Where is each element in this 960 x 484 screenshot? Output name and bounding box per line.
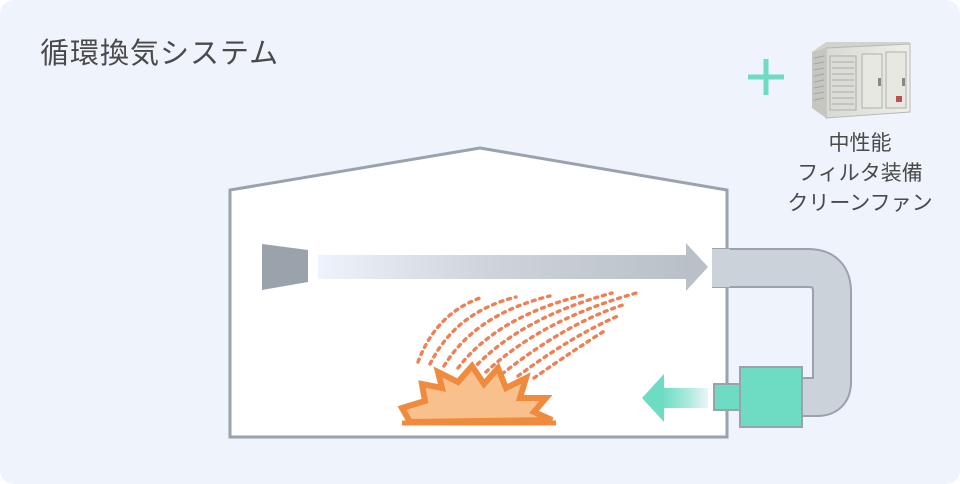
smoke-particles <box>416 290 642 380</box>
clean-fan-unit-icon <box>812 42 911 119</box>
fire-icon <box>397 361 556 426</box>
caption-line: 中性能 <box>828 131 892 155</box>
clean-fan-caption: 中性能 フィルタ装備 クリーンファン <box>770 128 950 218</box>
airflow-arrow <box>318 243 708 291</box>
caption-line: クリーンファン <box>787 191 933 215</box>
return-air-arrow <box>642 374 708 422</box>
plus-icon <box>748 59 784 95</box>
page-title: 循環換気システム <box>40 36 280 70</box>
air-outlet <box>262 244 308 290</box>
building-outline <box>228 146 729 439</box>
clean-fan <box>713 366 803 428</box>
caption-line: フィルタ装備 <box>797 161 923 185</box>
